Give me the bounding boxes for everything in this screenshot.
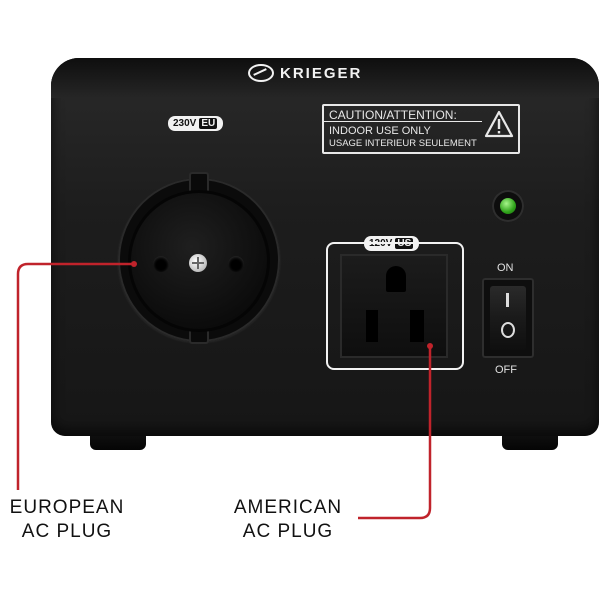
caution-title: CAUTION/ATTENTION: — [329, 108, 457, 122]
us-slot-hot — [410, 310, 424, 342]
us-outlet-frame — [326, 242, 464, 370]
us-slot-neutral — [366, 310, 378, 342]
eu-voltage: 230V — [173, 118, 197, 129]
switch-on-label: ON — [497, 262, 514, 274]
brand-name: KRIEGER — [280, 64, 363, 82]
brand-mark-icon — [248, 64, 274, 82]
us-label-line-1: AMERICAN — [233, 497, 343, 518]
eu-callout-dot — [131, 261, 137, 267]
american-plug-label: AMERICAN AC PLUG — [226, 496, 350, 544]
switch-off-glyph — [501, 322, 515, 338]
warning-triangle-icon — [484, 110, 514, 138]
switch-on-glyph — [506, 293, 509, 307]
switch-off-label: OFF — [495, 364, 517, 376]
us-callout-line — [358, 346, 432, 520]
eu-pin-hole-right — [228, 256, 244, 272]
eu-voltage-badge: 230V EU — [168, 116, 224, 131]
us-callout-dot — [427, 343, 433, 349]
eu-outlet-screw — [189, 254, 207, 272]
us-label-line-2: AC PLUG — [242, 521, 334, 542]
us-ground-hole — [386, 266, 406, 292]
eu-label-line-2: AC PLUG — [21, 521, 113, 542]
eu-label-line-1: EUROPEAN — [9, 497, 125, 518]
brand-logo: KRIEGER — [248, 64, 362, 82]
device-top-panel — [51, 58, 599, 98]
caution-divider — [324, 121, 482, 122]
eu-pin-hole-left — [153, 256, 169, 272]
power-led — [500, 198, 516, 214]
caution-label: CAUTION/ATTENTION: INDOOR USE ONLY USAGE… — [322, 104, 520, 154]
eu-region-code: EU — [198, 117, 219, 130]
european-plug-label: EUROPEAN AC PLUG — [2, 496, 132, 544]
caution-line-2: USAGE INTERIEUR SEULEMENT — [329, 138, 477, 149]
caution-line-1: INDOOR USE ONLY — [329, 125, 431, 137]
eu-callout-line — [16, 262, 133, 490]
